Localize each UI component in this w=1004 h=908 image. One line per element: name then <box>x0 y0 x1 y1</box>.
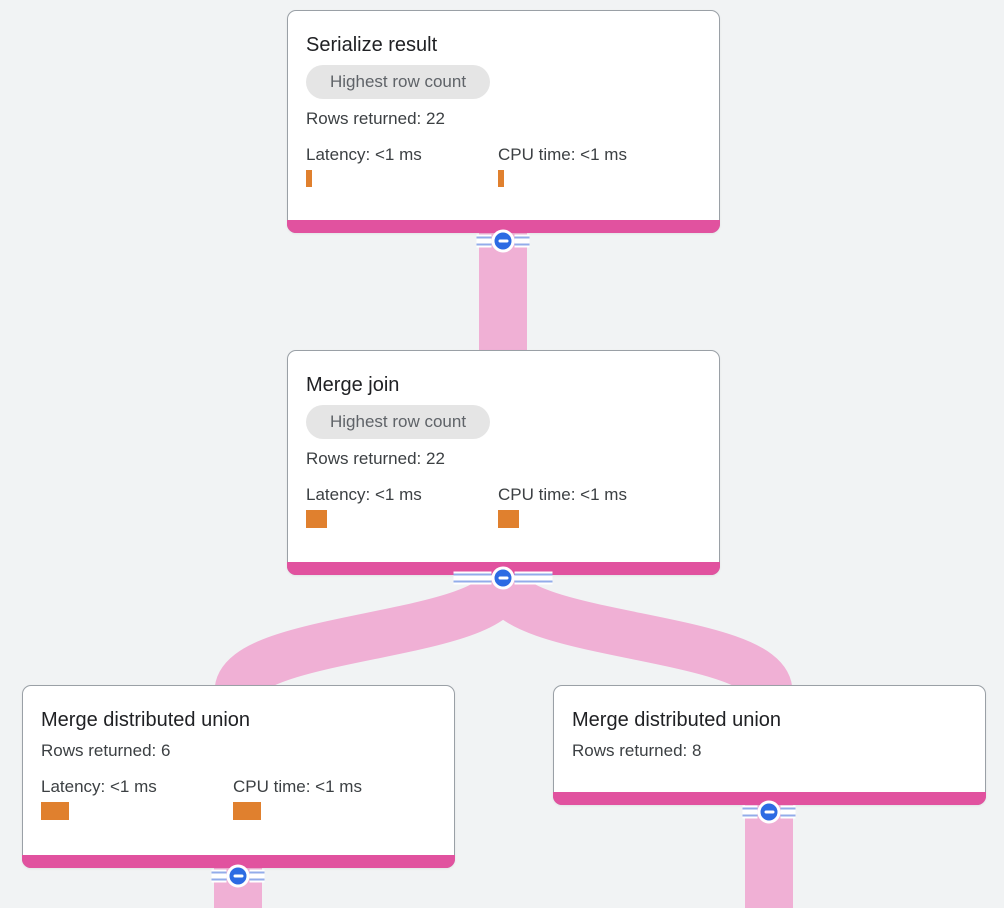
latency-label: Latency: <1 ms <box>306 145 422 164</box>
minus-icon <box>757 800 781 824</box>
highest-row-count-badge: Highest row count <box>306 405 491 439</box>
rows-returned-text: Rows returned: 6 <box>41 741 171 760</box>
rows-returned-text: Rows returned: 22 <box>306 109 445 128</box>
ribbon-stripe-icon <box>514 571 553 585</box>
node-title: Merge join <box>306 374 400 396</box>
collapse-button-union-right[interactable] <box>742 800 796 824</box>
rows-returned-text: Rows returned: 8 <box>572 741 702 760</box>
latency-label: Latency: <1 ms <box>306 485 422 504</box>
node-title: Merge distributed union <box>41 709 251 731</box>
flow-ribbon-mergejoin-to-right-union <box>479 574 793 698</box>
ribbon-stripe-icon <box>780 805 796 819</box>
minus-icon <box>491 566 515 590</box>
cpu-time-bar <box>498 170 504 187</box>
ribbon-stripe-icon <box>476 234 492 248</box>
rows-returned-text: Rows returned: 22 <box>306 449 445 468</box>
minus-icon <box>491 229 515 253</box>
ribbon-stripe-icon <box>211 869 227 883</box>
collapse-button-union-left[interactable] <box>211 864 265 888</box>
cpu-time-label: CPU time: <1 ms <box>233 777 362 796</box>
collapse-button-serialize-result[interactable] <box>476 229 530 253</box>
minus-icon <box>226 864 250 888</box>
node-card-merge-distributed-union-left[interactable]: Merge distributed union Rows returned: 6… <box>22 685 455 868</box>
node-card-merge-distributed-union-right[interactable]: Merge distributed union Rows returned: 8 <box>553 685 986 805</box>
node-card-merge-join[interactable]: Merge join Highest row count Rows return… <box>287 350 720 575</box>
highest-row-count-badge: Highest row count <box>306 65 491 99</box>
ribbon-stripe-icon <box>514 234 530 248</box>
latency-bar <box>41 802 69 820</box>
node-title: Merge distributed union <box>572 709 782 731</box>
latency-bar <box>306 510 327 528</box>
ribbon-stripe-icon <box>453 571 492 585</box>
latency-label: Latency: <1 ms <box>41 777 157 796</box>
cpu-time-label: CPU time: <1 ms <box>498 485 627 504</box>
ribbon-stripe-icon <box>742 805 758 819</box>
latency-bar <box>306 170 312 187</box>
cpu-time-label: CPU time: <1 ms <box>498 145 627 164</box>
node-bottom-bar <box>22 855 455 868</box>
node-title: Serialize result <box>306 34 438 56</box>
node-bottom-bar <box>553 792 986 805</box>
flow-ribbon-mergejoin-to-left-union <box>214 574 527 698</box>
node-bottom-bar <box>287 220 720 233</box>
cpu-time-bar <box>498 510 519 528</box>
node-card-serialize-result[interactable]: Serialize result Highest row count Rows … <box>287 10 720 233</box>
collapse-button-merge-join[interactable] <box>453 566 553 590</box>
cpu-time-bar <box>233 802 261 820</box>
ribbon-stripe-icon <box>249 869 265 883</box>
